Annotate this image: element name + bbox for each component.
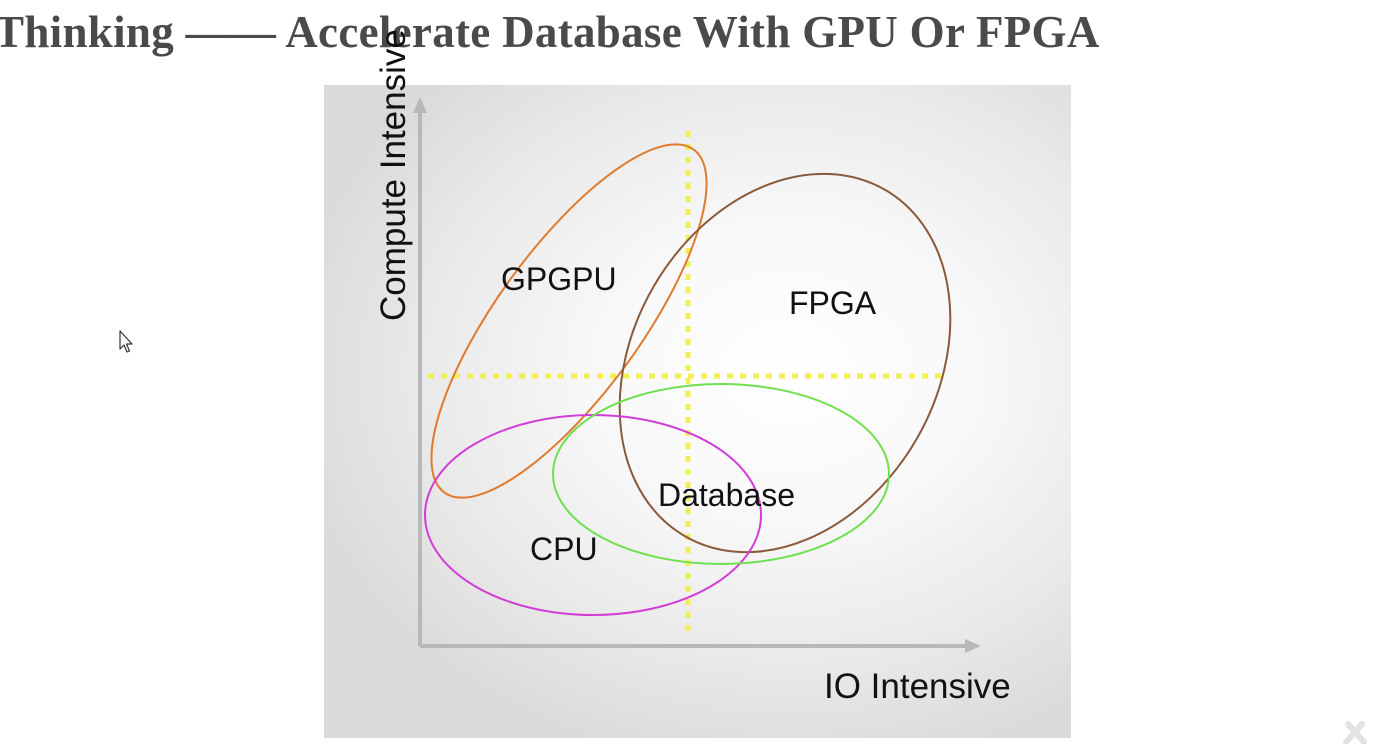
close-x-icon[interactable]	[1318, 718, 1378, 749]
gpgpu-label: GPGPU	[501, 261, 617, 297]
x-axis-arrowhead	[965, 639, 981, 653]
fpga-region-ellipse	[618, 172, 952, 554]
accelerator-positioning-diagram: Compute Intensive IO Intensive GPGPU FPG…	[324, 29, 1071, 738]
mouse-pointer-icon	[119, 330, 135, 359]
y-axis-arrowhead	[413, 97, 427, 113]
cpu-region-ellipse	[424, 414, 762, 616]
diagram-canvas	[413, 97, 981, 653]
slide-title: Thinking —— Accelerate Database With GPU…	[0, 7, 1100, 57]
fpga-label: FPGA	[789, 285, 877, 321]
y-axis-label: Compute Intensive	[374, 29, 413, 321]
database-region-ellipse	[552, 383, 890, 565]
quadrant-dividers	[428, 131, 946, 635]
cpu-label: CPU	[530, 531, 598, 567]
gpgpu-region-ellipse	[430, 143, 708, 499]
x-axis-label: IO Intensive	[824, 667, 1011, 706]
database-label: Database	[658, 477, 795, 513]
axes	[413, 97, 981, 653]
